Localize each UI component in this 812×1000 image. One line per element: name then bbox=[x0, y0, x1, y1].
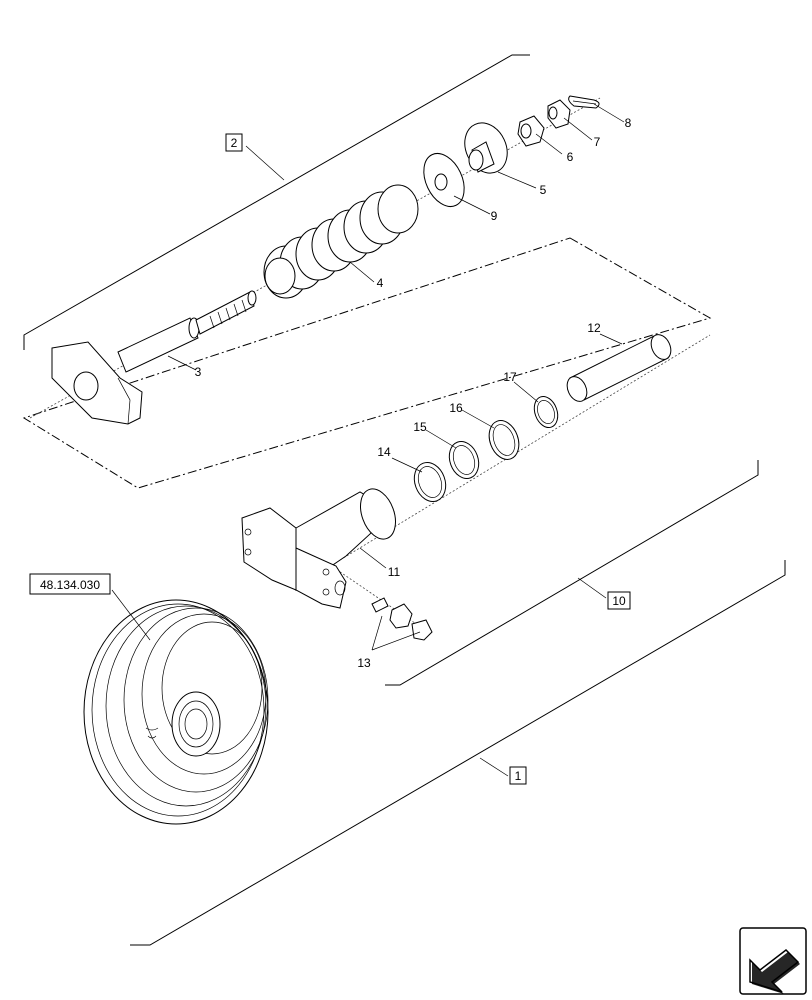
part-16-ring bbox=[488, 420, 520, 460]
part-6-nut bbox=[517, 115, 545, 147]
part-8-cotter-pin bbox=[568, 95, 600, 109]
part-11-housing bbox=[241, 488, 396, 609]
callout-15: 15 bbox=[413, 420, 427, 434]
part-13-fittings bbox=[371, 597, 433, 641]
callout-3: 3 bbox=[195, 365, 202, 379]
subassembly-boundary bbox=[22, 237, 712, 489]
part-14-ring bbox=[413, 462, 447, 502]
callout-1-box: 1 bbox=[509, 766, 527, 785]
callout-1: 1 bbox=[515, 769, 522, 783]
part-4-spring bbox=[263, 184, 419, 299]
callout-4: 4 bbox=[377, 276, 384, 290]
part-5-flange bbox=[464, 122, 508, 174]
part-3-rod-plate bbox=[51, 290, 257, 425]
callout-13: 13 bbox=[357, 656, 371, 670]
callout-5: 5 bbox=[540, 183, 547, 197]
callout-17: 17 bbox=[503, 370, 517, 384]
callout-12: 12 bbox=[587, 321, 601, 335]
callout-2: 2 bbox=[231, 136, 238, 150]
part-15-ring bbox=[448, 441, 480, 479]
arrow-back-icon[interactable] bbox=[739, 927, 807, 995]
group-1-boundary bbox=[130, 560, 786, 946]
part-1-idler-wheel bbox=[83, 599, 269, 825]
callout-2-box: 2 bbox=[225, 133, 243, 152]
part-7-castle-nut bbox=[547, 99, 571, 129]
callout-14: 14 bbox=[377, 445, 391, 459]
reference-label[interactable]: 48.134.030 bbox=[40, 578, 100, 592]
callout-9: 9 bbox=[491, 209, 498, 223]
group-2-boundary bbox=[23, 54, 530, 350]
part-9-washer bbox=[423, 153, 465, 207]
callout-10-box: 10 bbox=[607, 591, 631, 610]
part-12-pin bbox=[566, 334, 672, 402]
leader-lines bbox=[111, 103, 625, 777]
callout-11: 11 bbox=[388, 565, 401, 579]
callout-16: 16 bbox=[449, 401, 463, 415]
callout-8: 8 bbox=[625, 116, 632, 130]
part-17-snap-ring bbox=[533, 396, 559, 428]
group-10-boundary bbox=[385, 460, 759, 686]
reference-box[interactable]: 48.134.030 bbox=[29, 573, 111, 595]
callout-6: 6 bbox=[567, 150, 574, 164]
callout-7: 7 bbox=[594, 135, 601, 149]
callout-10: 10 bbox=[612, 594, 626, 608]
